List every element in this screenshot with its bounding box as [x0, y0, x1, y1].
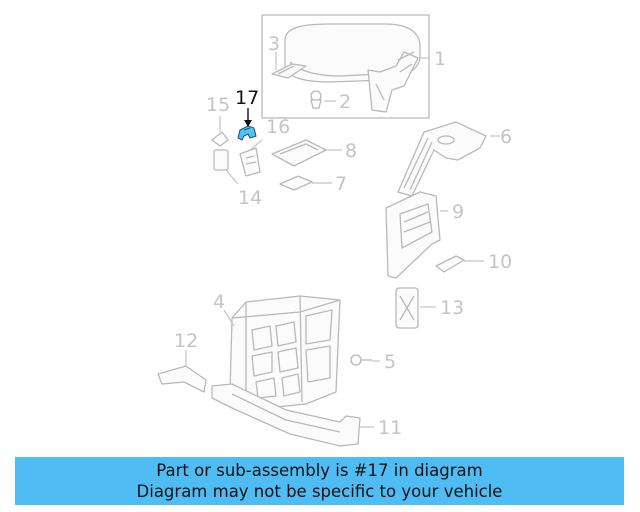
- callout-16: 16: [266, 116, 290, 138]
- callout-8: 8: [345, 140, 357, 162]
- callout-13: 13: [440, 297, 464, 319]
- part-4-console-base: [223, 295, 341, 411]
- part-1-armrest-lid: [261, 14, 430, 119]
- callout-4: 4: [213, 291, 225, 313]
- callout-15: 15: [206, 94, 230, 116]
- info-banner: Part or sub-assembly is #17 in diagram D…: [15, 457, 624, 505]
- part-7-clip: [279, 175, 332, 191]
- part-14-connector: [213, 149, 239, 185]
- part-5-screw: [350, 354, 380, 366]
- part-17-highlighted: [237, 108, 257, 141]
- callout-10: 10: [488, 251, 512, 273]
- callout-12: 12: [174, 330, 198, 352]
- part-13-holder: [395, 287, 436, 329]
- callout-5: 5: [384, 351, 396, 373]
- callout-11: 11: [378, 417, 402, 439]
- banner-line-disclaimer: Diagram may not be specific to your vehi…: [136, 482, 503, 501]
- callout-6: 6: [500, 126, 512, 148]
- part-8-panel: [271, 139, 342, 167]
- callout-2: 2: [339, 91, 351, 113]
- part-6-bracket: [397, 121, 500, 197]
- part-12-duct: [157, 350, 207, 393]
- part-15-clip: [211, 116, 229, 147]
- part-9-bezel: [385, 191, 448, 279]
- part-16-switch: [239, 139, 263, 177]
- callout-17: 17: [235, 87, 259, 109]
- callout-14: 14: [238, 187, 262, 209]
- callout-7: 7: [335, 173, 347, 195]
- part-2-clip: [310, 90, 336, 109]
- callout-1: 1: [434, 48, 446, 70]
- part-11-duct: [211, 383, 374, 447]
- callout-3: 3: [268, 33, 280, 55]
- banner-line-part: Part or sub-assembly is #17 in diagram: [156, 461, 483, 480]
- part-10-switch: [435, 255, 484, 273]
- part-3-tray: [271, 52, 307, 79]
- callout-9: 9: [452, 201, 464, 223]
